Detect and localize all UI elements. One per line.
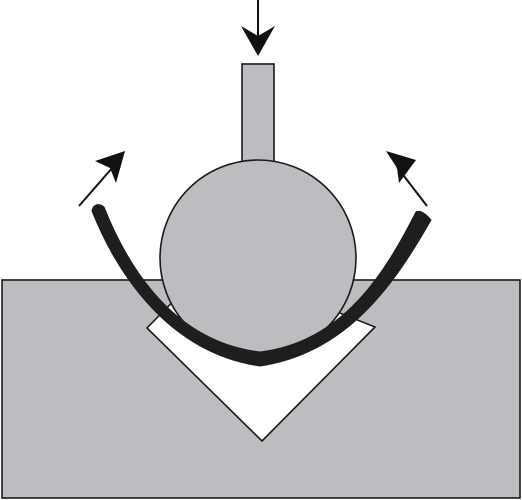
bent-strip xyxy=(91,204,432,367)
down-arrow-icon xyxy=(241,0,275,56)
punch-shaft xyxy=(241,63,275,165)
up-right-arrow-icon xyxy=(386,151,428,207)
up-left-arrow-icon xyxy=(78,151,125,207)
